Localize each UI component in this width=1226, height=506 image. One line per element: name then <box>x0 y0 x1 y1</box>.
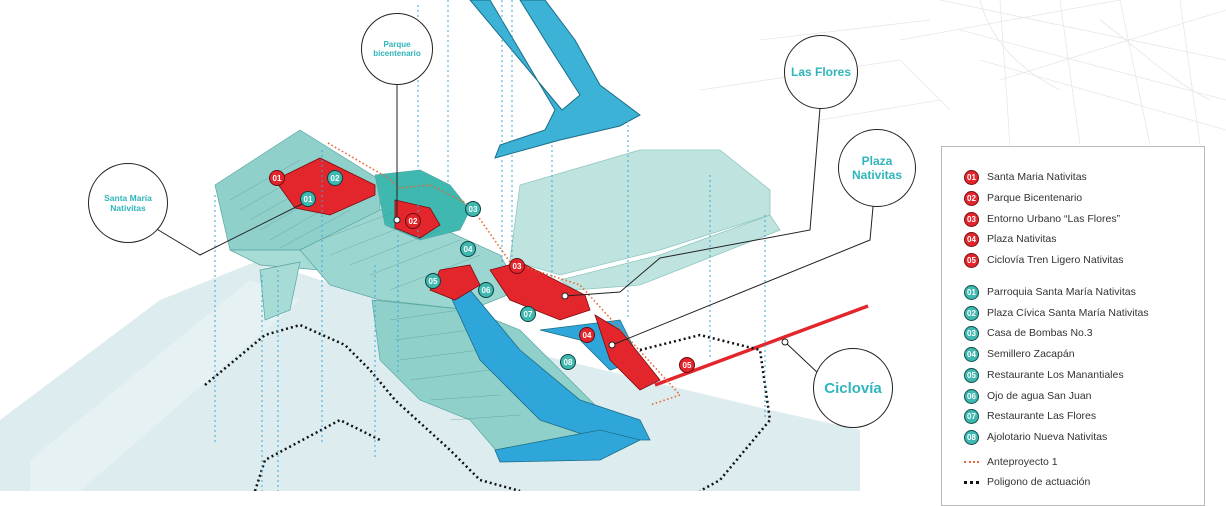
map-badge-project-04: 04 <box>579 327 595 343</box>
callout-las-flores: Las Flores <box>784 35 858 109</box>
legend-label: Entorno Urbano “Las Flores” <box>987 213 1121 225</box>
legend-badge: 08 <box>964 429 979 445</box>
north-canal <box>469 0 641 159</box>
legend-project-01: 01 Santa Maria Nativitas <box>964 168 1087 186</box>
map-badge-site-04: 04 <box>460 241 476 257</box>
legend-label: Casa de Bombas No.3 <box>987 327 1093 339</box>
legend-project-04: 04 Plaza Nativitas <box>964 230 1056 248</box>
legend-badge: 05 <box>964 252 979 268</box>
callout-parque-bicentenario: Parque bicentenario <box>361 13 433 85</box>
map-badge-site-05: 05 <box>425 273 441 289</box>
legend-label: Semillero Zacapán <box>987 348 1075 360</box>
legend-label: Parque Bicentenario <box>987 192 1083 204</box>
legend-label: Ciclovía Tren Ligero Nativitas <box>987 254 1124 266</box>
map-badge-project-02: 02 <box>405 213 421 229</box>
legend-label: Parroquia Santa María Nativitas <box>987 286 1136 298</box>
legend-label: Santa Maria Nativitas <box>987 171 1087 183</box>
map-badge-site-06: 06 <box>478 282 494 298</box>
legend-site-01: 01 Parroquia Santa María Nativitas <box>964 283 1136 301</box>
legend-badge: 03 <box>964 325 979 341</box>
legend-badge: 05 <box>964 367 979 383</box>
building-hatch <box>229 159 521 421</box>
legend-site-04: 04 Semillero Zacapán <box>964 345 1075 363</box>
legend-badge: 01 <box>964 284 979 300</box>
legend-label: Poligono de actuación <box>987 476 1091 488</box>
map-badge-site-01: 01 <box>300 191 316 207</box>
legend-project-03: 03 Entorno Urbano “Las Flores” <box>964 210 1120 228</box>
legend-site-07: 07 Restaurante Las Flores <box>964 407 1096 425</box>
legend-site-02: 02 Plaza Cívica Santa María Nativitas <box>964 304 1149 322</box>
legend-label: Restaurante Los Manantiales <box>987 369 1124 381</box>
callout-santa-maria-nativitas: Santa María Nativitas <box>88 163 168 243</box>
isometric-site-map <box>0 0 1226 491</box>
anteproyecto-outline <box>327 142 682 406</box>
legend-poligono: Poligono de actuación <box>964 473 1090 491</box>
leader-dot-las-flores <box>561 292 569 300</box>
legend-label: Restaurante Las Flores <box>987 410 1097 422</box>
leader-dot-parque <box>393 216 401 224</box>
map-legend: 01 Santa Maria Nativitas 02 Parque Bicente… <box>941 146 1205 506</box>
legend-anteproyecto: Anteproyecto 1 <box>964 453 1058 471</box>
map-badge-project-01: 01 <box>269 170 285 186</box>
legend-label: Anteproyecto 1 <box>987 456 1058 468</box>
callout-plaza-nativitas: Plaza Nativitas <box>838 129 916 207</box>
legend-site-08: 08 Ajolotario Nueva Nativitas <box>964 428 1107 446</box>
legend-label: Plaza Cívica Santa María Nativitas <box>987 307 1149 319</box>
legend-label: Ojo de agua San Juan <box>987 390 1092 402</box>
projection-lines <box>214 0 766 491</box>
map-badge-site-08: 08 <box>560 354 576 370</box>
legend-project-02: 02 Parque Bicentenario <box>964 189 1082 207</box>
legend-badge: 06 <box>964 388 979 404</box>
poligono-actuacion-outline <box>204 323 772 491</box>
map-badge-site-02: 02 <box>327 170 343 186</box>
legend-badge: 02 <box>964 305 979 321</box>
north-east-blocks <box>509 149 781 291</box>
legend-badge: 04 <box>964 346 979 362</box>
legend-badge: 03 <box>964 211 979 227</box>
legend-project-05: 05 Ciclovía Tren Ligero Nativitas <box>964 251 1124 269</box>
legend-site-05: 05 Restaurante Los Manantiales <box>964 366 1124 384</box>
callout-ciclovia: Ciclovía <box>813 348 893 428</box>
legend-site-06: 06 Ojo de agua San Juan <box>964 387 1092 405</box>
leader-dot-plaza <box>608 341 616 349</box>
map-badge-project-03: 03 <box>509 258 525 274</box>
legend-badge: 02 <box>964 190 979 206</box>
background-street-grid <box>699 0 1226 146</box>
dotted-black-line-icon <box>964 480 979 484</box>
map-badge-site-03: 03 <box>465 201 481 217</box>
legend-label: Plaza Nativitas <box>987 233 1057 245</box>
legend-badge: 01 <box>964 169 979 185</box>
map-badge-site-07: 07 <box>520 306 536 322</box>
map-badge-project-05: 05 <box>679 357 695 373</box>
legend-site-03: 03 Casa de Bombas No.3 <box>964 324 1093 342</box>
legend-badge: 07 <box>964 408 979 424</box>
legend-badge: 04 <box>964 231 979 247</box>
dotted-orange-line-icon <box>964 461 979 463</box>
leader-dot-ciclovia <box>781 338 789 346</box>
legend-label: Ajolotario Nueva Nativitas <box>987 431 1108 443</box>
